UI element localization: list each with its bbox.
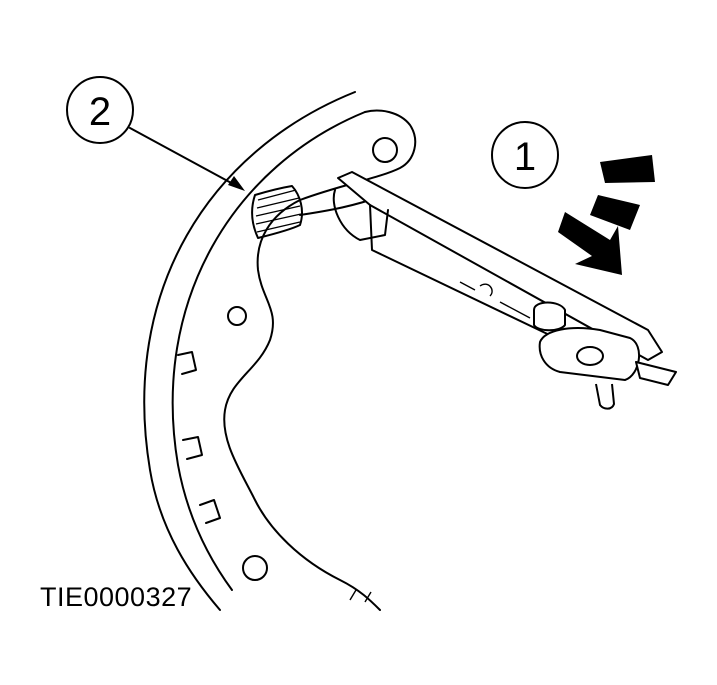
- shoe-hole: [227, 306, 247, 326]
- callout-2-circle: [66, 76, 134, 144]
- figure-id-label: TIE0000327: [40, 582, 193, 612]
- shoe-hole: [242, 555, 268, 581]
- motion-arrow: [558, 155, 655, 275]
- callout-1: 1: [491, 121, 559, 189]
- lever-tip: [635, 361, 677, 386]
- callout-2-leader: [129, 127, 236, 186]
- callout-2: 2: [66, 76, 245, 191]
- shoe-notch: [177, 351, 197, 375]
- lever-line: [499, 301, 531, 319]
- shoe-lining-inner: [171, 111, 366, 591]
- callout-2-number: 2: [89, 90, 111, 134]
- shoe-lining-outer: [143, 91, 356, 611]
- cam-plate: [538, 327, 640, 381]
- lever-lower-edge: [369, 204, 561, 341]
- shoe-marks: [349, 589, 372, 603]
- pivot-pin: [533, 301, 566, 332]
- callout-2-arrowhead: [228, 176, 245, 191]
- motion-dash-2: [590, 195, 640, 230]
- spring-coil-body: [251, 185, 303, 239]
- shoe-notch: [182, 436, 203, 460]
- lever-stud: [595, 383, 615, 410]
- cam-hole: [576, 346, 604, 366]
- motion-arrowhead: [558, 212, 622, 275]
- callout-1-number: 1: [514, 135, 536, 179]
- brake-shoe: [143, 91, 417, 611]
- motion-dash-1: [600, 155, 655, 183]
- callout-1-circle: [491, 121, 559, 189]
- shoe-hole: [372, 137, 398, 163]
- lever-marking: [459, 281, 493, 297]
- adjuster-lever-assembly: [332, 171, 677, 410]
- spring-coils: [255, 189, 302, 233]
- lever-bracket: [332, 189, 389, 241]
- shoe-notch: [199, 499, 221, 524]
- shoe-web-edge: [223, 109, 417, 611]
